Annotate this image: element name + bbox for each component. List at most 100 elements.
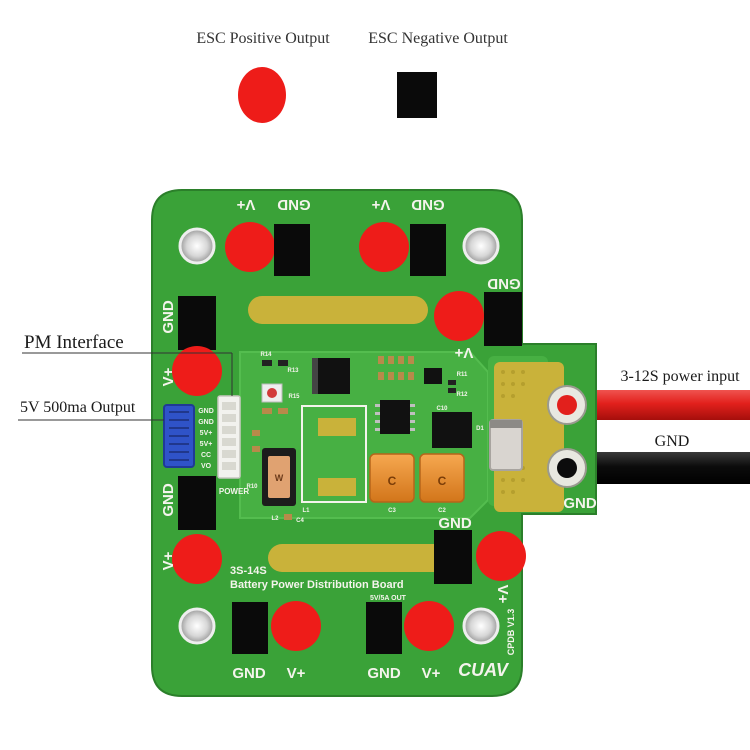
board-brand-logo: CUAV [458, 660, 510, 680]
board-title-line2: Battery Power Distribution Board [230, 579, 404, 591]
silk-gnd-bottom-2: GND [367, 665, 401, 682]
capacitor-c3 [369, 453, 415, 503]
silk-gnd-left-2: GND [160, 483, 177, 517]
esc-pad-vplus-left-2 [172, 534, 222, 584]
silk-vplus-right-1: V+ [454, 344, 473, 361]
smd-resistor-1 [262, 360, 272, 366]
silk-pin-5: CC [201, 452, 211, 459]
pm-interface-label: PM Interface [24, 332, 124, 353]
board-title-line1: 3S-14S [230, 565, 267, 577]
esc-pad-vplus-top-1 [225, 222, 275, 272]
diode-top-band [312, 358, 318, 394]
esc-pad-gnd-bottom-1 [232, 602, 268, 654]
silk-c2: C2 [438, 508, 446, 514]
silk-r14: R14 [260, 352, 272, 358]
power-wire-black [567, 452, 750, 484]
smd-cap-2 [252, 446, 260, 452]
pcb-board-edge [151, 189, 597, 697]
pm-interface-connector-pins [222, 402, 236, 470]
silk-pin-1: GND [198, 408, 214, 415]
esc-pad-gnd-top-1 [274, 224, 310, 276]
gnd-input-label: GND [655, 433, 690, 450]
silk-c4: C4 [296, 518, 304, 524]
silk-d1: D1 [476, 426, 484, 432]
copper-bar-top [248, 296, 428, 324]
silk-power-label: POWER [219, 487, 249, 496]
smd-strip [378, 356, 414, 380]
power-input-hole-gnd [557, 458, 577, 478]
silk-gnd-right-2: GND [438, 515, 472, 532]
esc-pad-vplus-left-1 [172, 346, 222, 396]
output-5v-connector-pins [169, 411, 189, 461]
esc-pad-gnd-right-2 [434, 530, 472, 584]
esc-pad-vplus-right-2 [476, 531, 526, 581]
power-input-gnd-silk: GND [563, 495, 597, 512]
silk-vplus-top-2: V+ [371, 196, 390, 213]
smd-r12 [448, 388, 456, 393]
mounting-hole-bottom-left [178, 607, 216, 645]
silk-c3: C3 [388, 508, 396, 514]
power-led-lens [267, 388, 277, 398]
silk-gnd-top-1: GND [277, 196, 311, 213]
silk-vplus-bottom-2: V+ [422, 665, 441, 682]
tvs-diode-band [490, 420, 522, 428]
silk-l1: L1 [302, 508, 310, 514]
inductor-l1-outline [301, 405, 367, 503]
silk-pin-6: VO [201, 463, 212, 470]
silk-gnd-top-2: GND [411, 196, 445, 213]
power-input-tab [494, 362, 564, 512]
esc-pad-gnd-bottom-2 [366, 602, 402, 654]
esc-pad-gnd-right-1 [484, 292, 522, 346]
diode-top [312, 358, 350, 394]
silk-r15: R15 [288, 394, 300, 400]
small-ic [424, 368, 442, 384]
smd-resistor-3 [262, 408, 272, 414]
silk-vplus-right-2: V+ [494, 585, 511, 604]
copper-pad-center-1 [318, 418, 356, 436]
silk-l2: L2 [271, 516, 279, 522]
legend-negative-label: ESC Negative Output [368, 30, 508, 47]
silk-vplus-left-2: V+ [160, 551, 177, 570]
silk-pin-2: GND [198, 419, 214, 426]
capacitor-c2 [419, 453, 465, 503]
esc-pad-gnd-top-2 [410, 224, 446, 276]
mounting-hole-bottom-right [462, 607, 500, 645]
legend-negative-swatch [397, 72, 437, 118]
silk-vplus-top-1: V+ [236, 196, 255, 213]
regulator-ic-legs [375, 404, 415, 431]
smd-resistor-2 [278, 360, 288, 366]
mounting-hole-top-right [462, 227, 500, 265]
smd-c4 [284, 514, 292, 520]
inductor-l2-body [268, 456, 290, 498]
smd-r11 [448, 380, 456, 385]
silk-gnd-bottom-1: GND [232, 665, 266, 682]
esc-pad-vplus-bottom-2 [404, 601, 454, 651]
silk-vplus-bottom-1: V+ [287, 665, 306, 682]
silk-pin-4: 5V+ [200, 441, 213, 448]
regulator-ic [380, 400, 410, 434]
board-out-label: 5V/5A OUT [370, 595, 407, 602]
silk-vplus-left-1: V+ [160, 367, 177, 386]
capacitor-c3-marking: C [388, 474, 397, 488]
board-version: CPDB V1.3 [506, 609, 516, 656]
legend-positive-swatch [238, 67, 286, 123]
esc-pad-gnd-left-2 [178, 476, 216, 530]
silk-r10: R10 [246, 484, 258, 490]
power-input-label: 3-12S power input [620, 368, 740, 385]
smd-resistor-4 [278, 408, 288, 414]
mosfet [432, 412, 472, 448]
output-5v-label: 5V 500ma Output [20, 399, 136, 416]
silk-r13: R13 [287, 368, 299, 374]
inductor-l2-marking: W [275, 473, 284, 483]
esc-pad-vplus-right-1 [434, 291, 484, 341]
capacitor-c2-marking: C [438, 474, 447, 488]
esc-pad-vplus-bottom-1 [271, 601, 321, 651]
legend-positive-label: ESC Positive Output [196, 30, 330, 47]
esc-pad-vplus-top-2 [359, 222, 409, 272]
silk-c10: C10 [436, 406, 448, 412]
power-input-hole-positive [557, 395, 577, 415]
silk-gnd-left-1: GND [160, 300, 177, 334]
smd-cap-1 [252, 430, 260, 436]
silk-gnd-right-1: GND [487, 275, 521, 292]
